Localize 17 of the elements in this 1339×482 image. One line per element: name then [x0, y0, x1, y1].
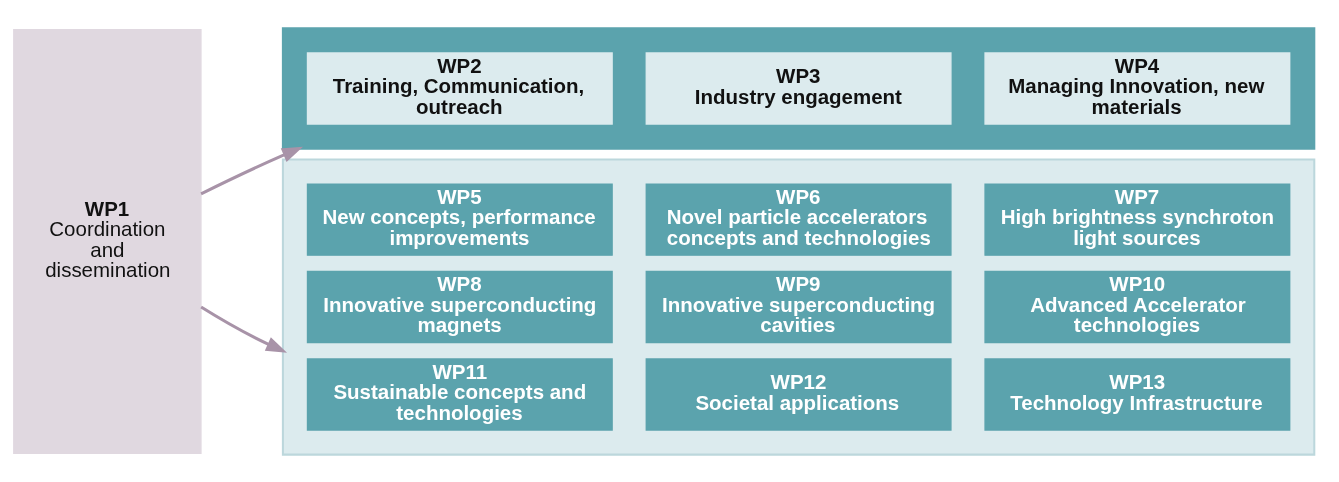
cluster	[281, 26, 1316, 150]
node-box: WP9 Innovative superconducting cavities	[645, 270, 952, 343]
arrow	[200, 146, 304, 195]
node-box: WP13 Technology Infrastructure	[984, 357, 1291, 431]
node-box: WP12 Societal applications	[645, 357, 952, 431]
node-box: WP4 Managing Innovation, new materials	[984, 51, 1291, 125]
cluster	[281, 158, 1316, 456]
node-box: WP1 Coordination and dissemination	[13, 28, 202, 454]
arrow	[200, 305, 288, 353]
node-box: WP5 New concepts, performance improvements	[306, 182, 613, 256]
node-box: WP7 High brightness synchroton light sources	[984, 182, 1291, 256]
node-box: WP8 Innovative superconducting magnets	[306, 270, 613, 343]
node-box: WP10 Advanced Accelerator technologies	[984, 270, 1291, 343]
node-box: WP11 Sustainable concepts and technologies	[306, 357, 613, 431]
node-box: WP2 Training, Communication, outreach	[306, 51, 613, 125]
node-box: WP3 Industry engagement	[645, 51, 952, 125]
node-box: WP6 Novel particle accelerators concepts and technologies	[645, 182, 952, 256]
